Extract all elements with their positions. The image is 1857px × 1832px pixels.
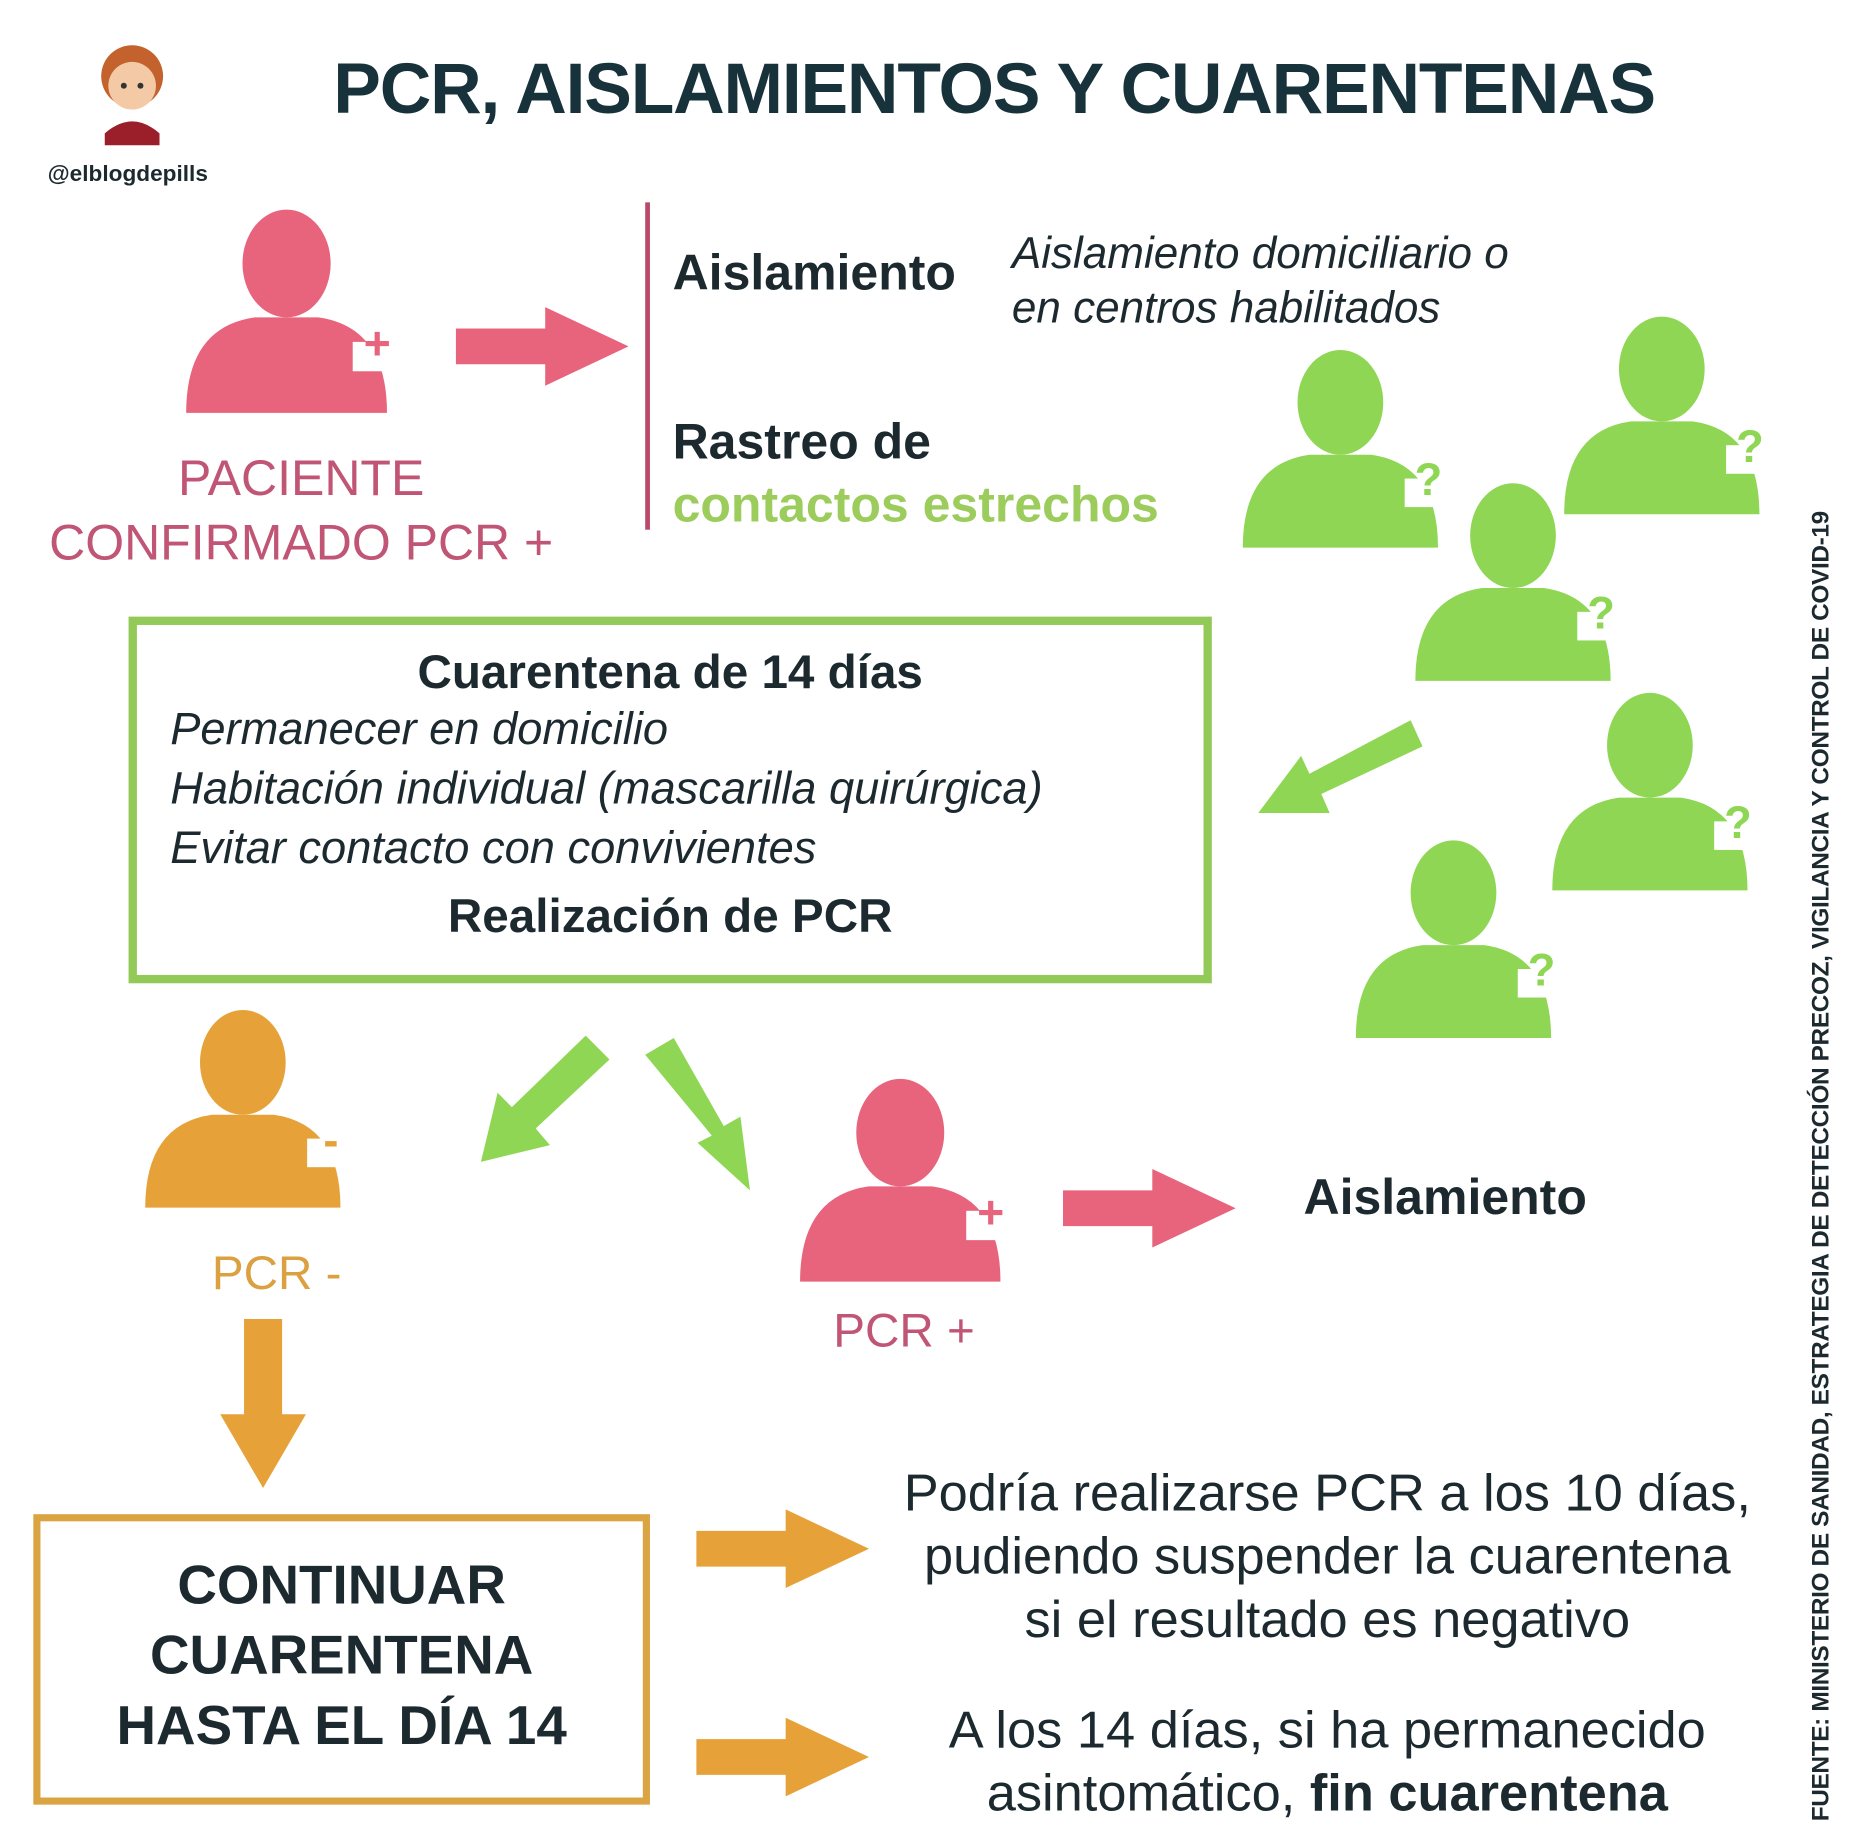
continue-line: CONTINUAR <box>177 1553 506 1616</box>
arrow-down-left-icon <box>1258 720 1423 814</box>
person-badge: ? <box>1587 588 1615 639</box>
positive-isolation-label: Aislamiento <box>1303 1168 1587 1225</box>
source-credit: FUENTE: MINISTERIO DE SANIDAD, ESTRATEGI… <box>1807 511 1835 1822</box>
continue-line: CUARENTENA <box>149 1623 534 1686</box>
blog-handle: @elblogdepills <box>47 161 208 187</box>
isolation-detail-line2: en centros habilitados <box>1011 283 1441 333</box>
person-badge: - <box>323 1114 338 1165</box>
arrow-right-icon <box>696 1717 869 1797</box>
continue-quarantine-box: CONTINUAR CUARENTENA HASTA EL DÍA 14 <box>33 1514 650 1805</box>
isolation-heading: Aislamiento <box>672 244 956 300</box>
quarantine-item: Evitar contacto con convivientes <box>170 823 817 874</box>
confirmed-patient-icon: + <box>186 209 391 413</box>
pcr-negative-label: PCR - <box>211 1247 342 1300</box>
quarantine-title: Cuarentena de 14 días <box>417 646 923 699</box>
continue-line: HASTA EL DÍA 14 <box>116 1693 567 1756</box>
arrow-right-icon <box>455 307 629 386</box>
person-badge: + <box>977 1186 1004 1238</box>
contact-person-icon: ? <box>1552 692 1752 891</box>
person-badge: + <box>364 317 391 369</box>
arrow-down-right-icon <box>645 1038 750 1191</box>
outcome-option-2: A los 14 días, si ha permanecido asintom… <box>881 1699 1774 1825</box>
quarantine-box: Cuarentena de 14 días Permanecer en domi… <box>128 616 1212 984</box>
person-badge: ? <box>1415 454 1443 505</box>
pcr-positive-label: PCR + <box>833 1304 975 1358</box>
outcome-option-1: Podría realizarse PCR a los 10 días, pud… <box>881 1462 1774 1651</box>
contact-person-icon: ? <box>1564 316 1764 515</box>
arrow-right-icon <box>1063 1168 1236 1248</box>
outcome-line: A los 14 días, si ha permanecido <box>948 1701 1706 1760</box>
outcome-line: pudiendo suspender la cuarentena <box>923 1527 1731 1586</box>
divider <box>645 202 650 530</box>
tracing-contacts: contactos estrechos <box>672 476 1159 533</box>
contact-person-icon: ? <box>1415 483 1615 681</box>
negative-person-icon: - <box>145 1010 341 1208</box>
outcome-line: Podría realizarse PCR a los 10 días, <box>903 1464 1751 1523</box>
end-quarantine-text: fin cuarentena <box>1309 1764 1668 1823</box>
patient-label-line1: PACIENTE <box>178 449 425 506</box>
positive-person-icon: + <box>800 1078 1004 1282</box>
arrow-down-icon <box>220 1318 306 1488</box>
contact-person-icon: ? <box>1355 840 1556 1039</box>
arrow-down-left-icon <box>480 1035 610 1162</box>
tracing-heading: Rastreo de <box>672 413 931 470</box>
pcr-test-label: Realización de PCR <box>447 890 893 943</box>
blogger-avatar-logo <box>101 45 164 146</box>
quarantine-item: Permanecer en domicilio <box>170 704 669 755</box>
person-badge: ? <box>1724 797 1752 848</box>
arrow-right-icon <box>696 1509 869 1588</box>
outcome-line: asintomático, fin cuarentena <box>881 1762 1774 1825</box>
outcome-line: si el resultado es negativo <box>1024 1590 1631 1649</box>
isolation-detail-line1: Aislamiento domiciliario o <box>1011 228 1509 278</box>
outcome-text: asintomático, <box>986 1764 1310 1823</box>
patient-label-line2: CONFIRMADO PCR + <box>49 514 554 571</box>
person-badge: ? <box>1528 945 1556 996</box>
contact-person-icon: ? <box>1242 349 1443 548</box>
page-title: PCR, AISLAMIENTOS Y CUARENTENAS <box>333 48 1656 129</box>
quarantine-item: Habitación individual (mascarilla quirúr… <box>170 764 1043 815</box>
person-badge: ? <box>1736 421 1764 472</box>
